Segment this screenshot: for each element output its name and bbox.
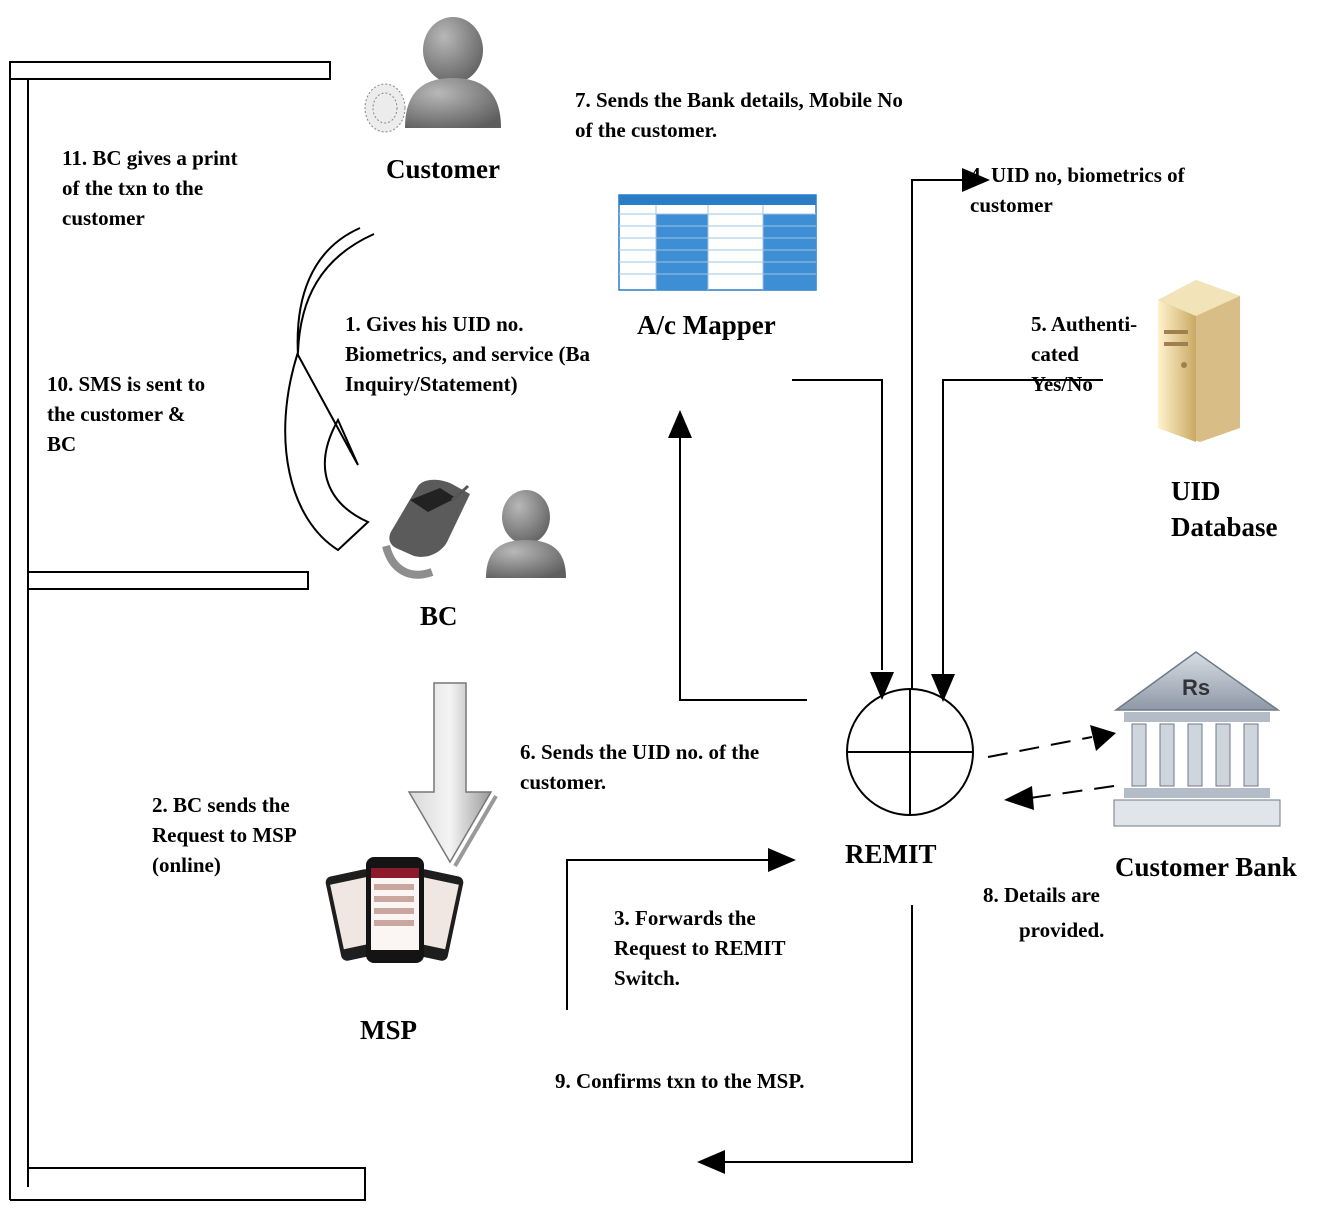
arrow-uid-to-remit	[942, 379, 1103, 675]
mapper-label: A/c Mapper	[637, 310, 776, 340]
step-11-label: 11. BC gives a print of the txn to the c…	[62, 146, 238, 230]
step-7-label: 7. Sends the Bank details, Mobile No of …	[575, 88, 903, 142]
step-4-label: 4. UID no, biometrics of customer	[970, 163, 1185, 217]
customer-bank-icon: Rs	[1113, 651, 1281, 827]
arrow-mapper-to-remit	[792, 379, 883, 670]
customer-bc-curve	[284, 227, 375, 552]
arrow-bank-to-remit	[1029, 785, 1115, 799]
msp-label: MSP	[360, 1015, 417, 1045]
arrow-remit-to-msp	[725, 905, 913, 1163]
arrow-remit-to-uid	[911, 179, 962, 689]
step-8a-label: 8. Details are	[983, 883, 1100, 907]
arrow-remit-to-mapper	[679, 438, 807, 701]
mapper-table-icon	[618, 194, 817, 291]
remit-switch	[846, 688, 974, 816]
step-3-label: 3. Forwards the Request to REMIT Switch.	[614, 906, 786, 990]
left-frame	[9, 61, 366, 1201]
arrowheads	[668, 168, 1116, 1174]
customer-bank-label: Customer Bank	[1115, 852, 1297, 882]
step-9-label: 9. Confirms txn to the MSP.	[555, 1069, 805, 1093]
customer-icon	[364, 17, 501, 133]
step-2-label: 2. BC sends the Request to MSP (online)	[152, 793, 297, 877]
step-8b-label: provided.	[1019, 918, 1105, 942]
bc-label: BC	[420, 601, 458, 631]
arrow-remit-to-bank	[987, 736, 1093, 758]
arrows	[566, 179, 1115, 1163]
arrow-msp-to-remit	[566, 859, 770, 1010]
step-5-label: 5. Authenti- cated Yes/No	[1031, 312, 1138, 396]
step-6-label: 6. Sends the UID no. of the customer.	[520, 740, 760, 794]
uid-database-label: UID Database	[1171, 476, 1278, 542]
step-10-label: 10. SMS is sent to the customer & BC	[47, 372, 206, 456]
bc-to-msp-arrow	[407, 682, 498, 868]
uid-server-icon	[1158, 280, 1240, 442]
bank-rs-symbol: Rs	[1182, 675, 1210, 700]
bc-person-icon	[486, 490, 566, 578]
step-1-label: 1. Gives his UID no. Biometrics, and ser…	[345, 312, 590, 396]
msp-phones-icon	[325, 857, 464, 963]
bc-device-icon	[382, 479, 470, 579]
customer-label: Customer	[386, 154, 500, 184]
remit-label: REMIT	[845, 839, 937, 869]
